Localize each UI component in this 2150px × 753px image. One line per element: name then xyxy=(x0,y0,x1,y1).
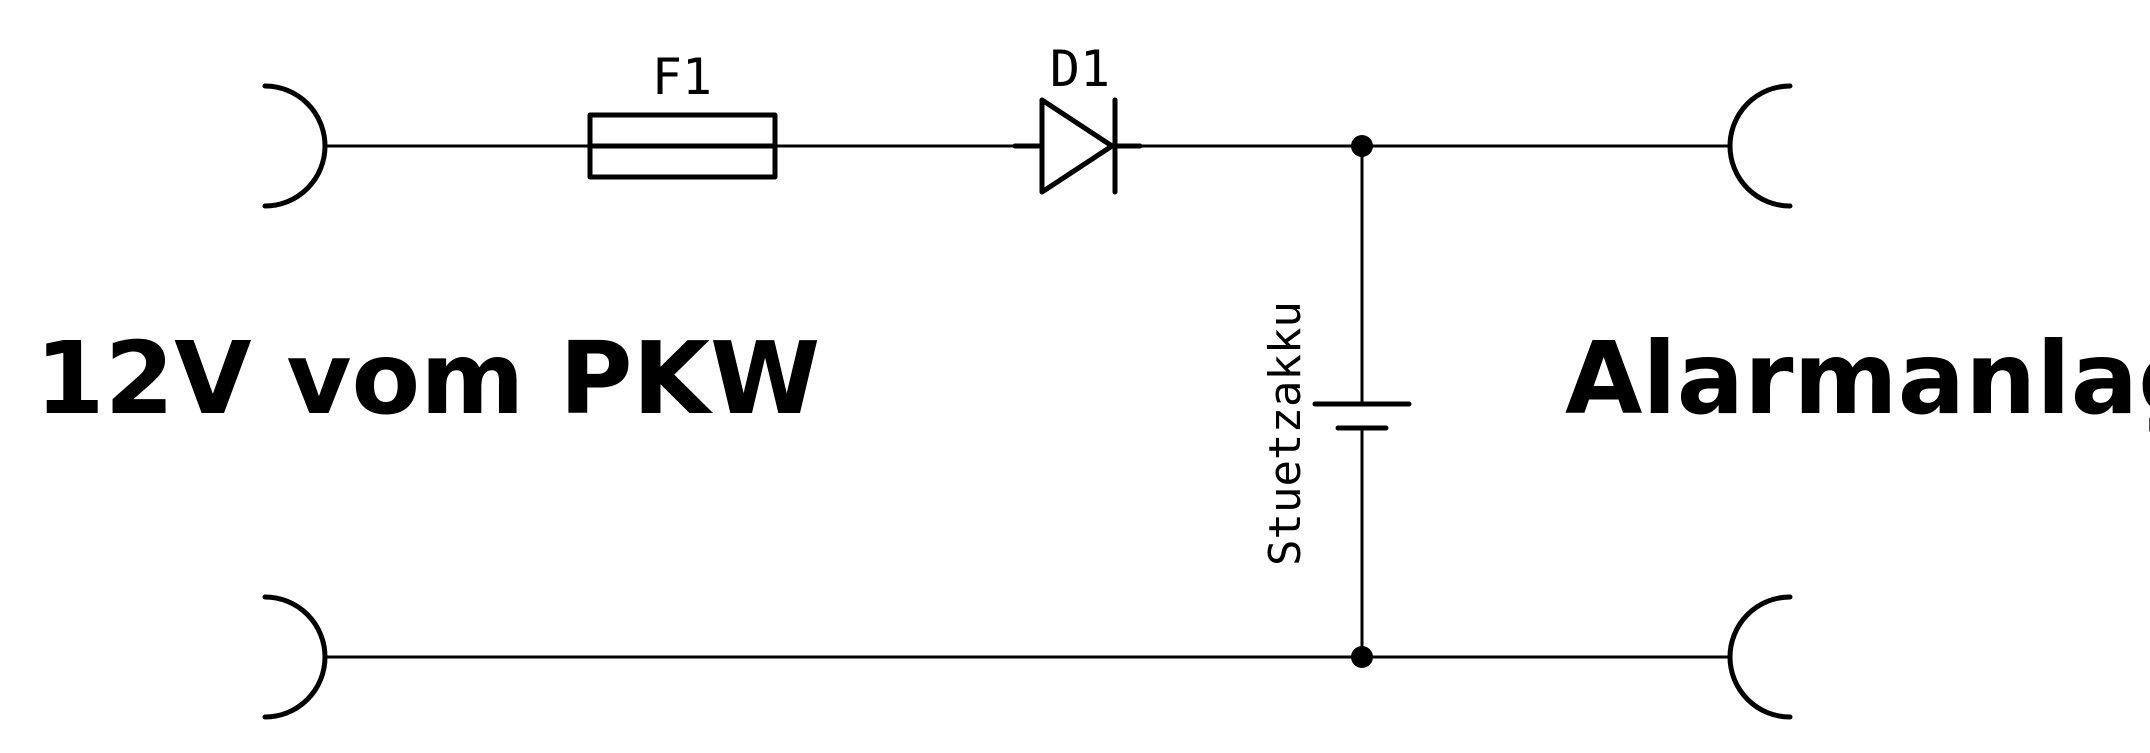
junction-top xyxy=(1351,135,1373,157)
source-label: 12V vom PKW xyxy=(35,320,820,437)
input-connector-top xyxy=(262,83,328,209)
battery-label: Stuetzakku xyxy=(1260,301,1311,566)
input-connector-bottom xyxy=(262,594,328,720)
output-connector-bottom xyxy=(1727,594,1793,720)
load-label: Alarmanlage xyxy=(1565,320,2150,437)
output-connector-top xyxy=(1727,83,1793,209)
fuse-symbol xyxy=(587,112,778,180)
diode-ref-label: D1 xyxy=(1050,40,1110,98)
diode-symbol xyxy=(1012,97,1143,195)
junction-bottom xyxy=(1351,646,1373,668)
battery-symbol xyxy=(1312,401,1412,431)
fuse-ref-label: F1 xyxy=(652,48,712,106)
